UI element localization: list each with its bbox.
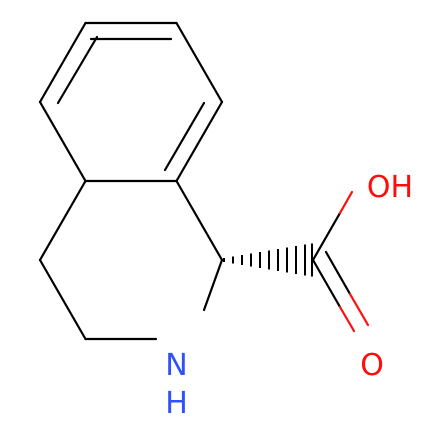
carboxyl-group [311, 190, 370, 333]
atom-label-oh: OH [367, 170, 413, 205]
aromatic-inner-bonds [56, 35, 206, 172]
bond-c-o-carbon-half-2 [324, 250, 352, 296]
bond-c4a-c4 [38, 100, 87, 183]
bond-c1-c8a [175, 179, 224, 262]
inner-bond-right [163, 101, 206, 172]
atom-label-n: N [165, 348, 187, 383]
inner-bond-left [56, 35, 99, 105]
hashed-wedge-bond [223, 243, 313, 277]
bond-c4-c5 [38, 21, 87, 104]
saturated-ring [38, 179, 224, 341]
bond-c-o-oxygen-half-2 [348, 292, 370, 327]
benzene-ring [38, 21, 224, 183]
bond-c-o-oxygen-half-1 [338, 305, 356, 333]
bond-c7-c8a [175, 100, 224, 183]
atom-label-carbonyl-o: O [360, 348, 384, 383]
bond-c4a-c4 [38, 179, 87, 262]
atom-label-nh-hydrogen: H [165, 386, 188, 421]
bond-c-oh-carbon-half [311, 211, 342, 262]
bond-c-oh-oxygen-half [338, 190, 354, 215]
bond-n2-c1 [202, 258, 224, 312]
bond-c-o-carbon-half-1 [311, 258, 342, 309]
bond-c6-c7 [175, 21, 224, 104]
bond-c4-c3 [38, 258, 87, 341]
